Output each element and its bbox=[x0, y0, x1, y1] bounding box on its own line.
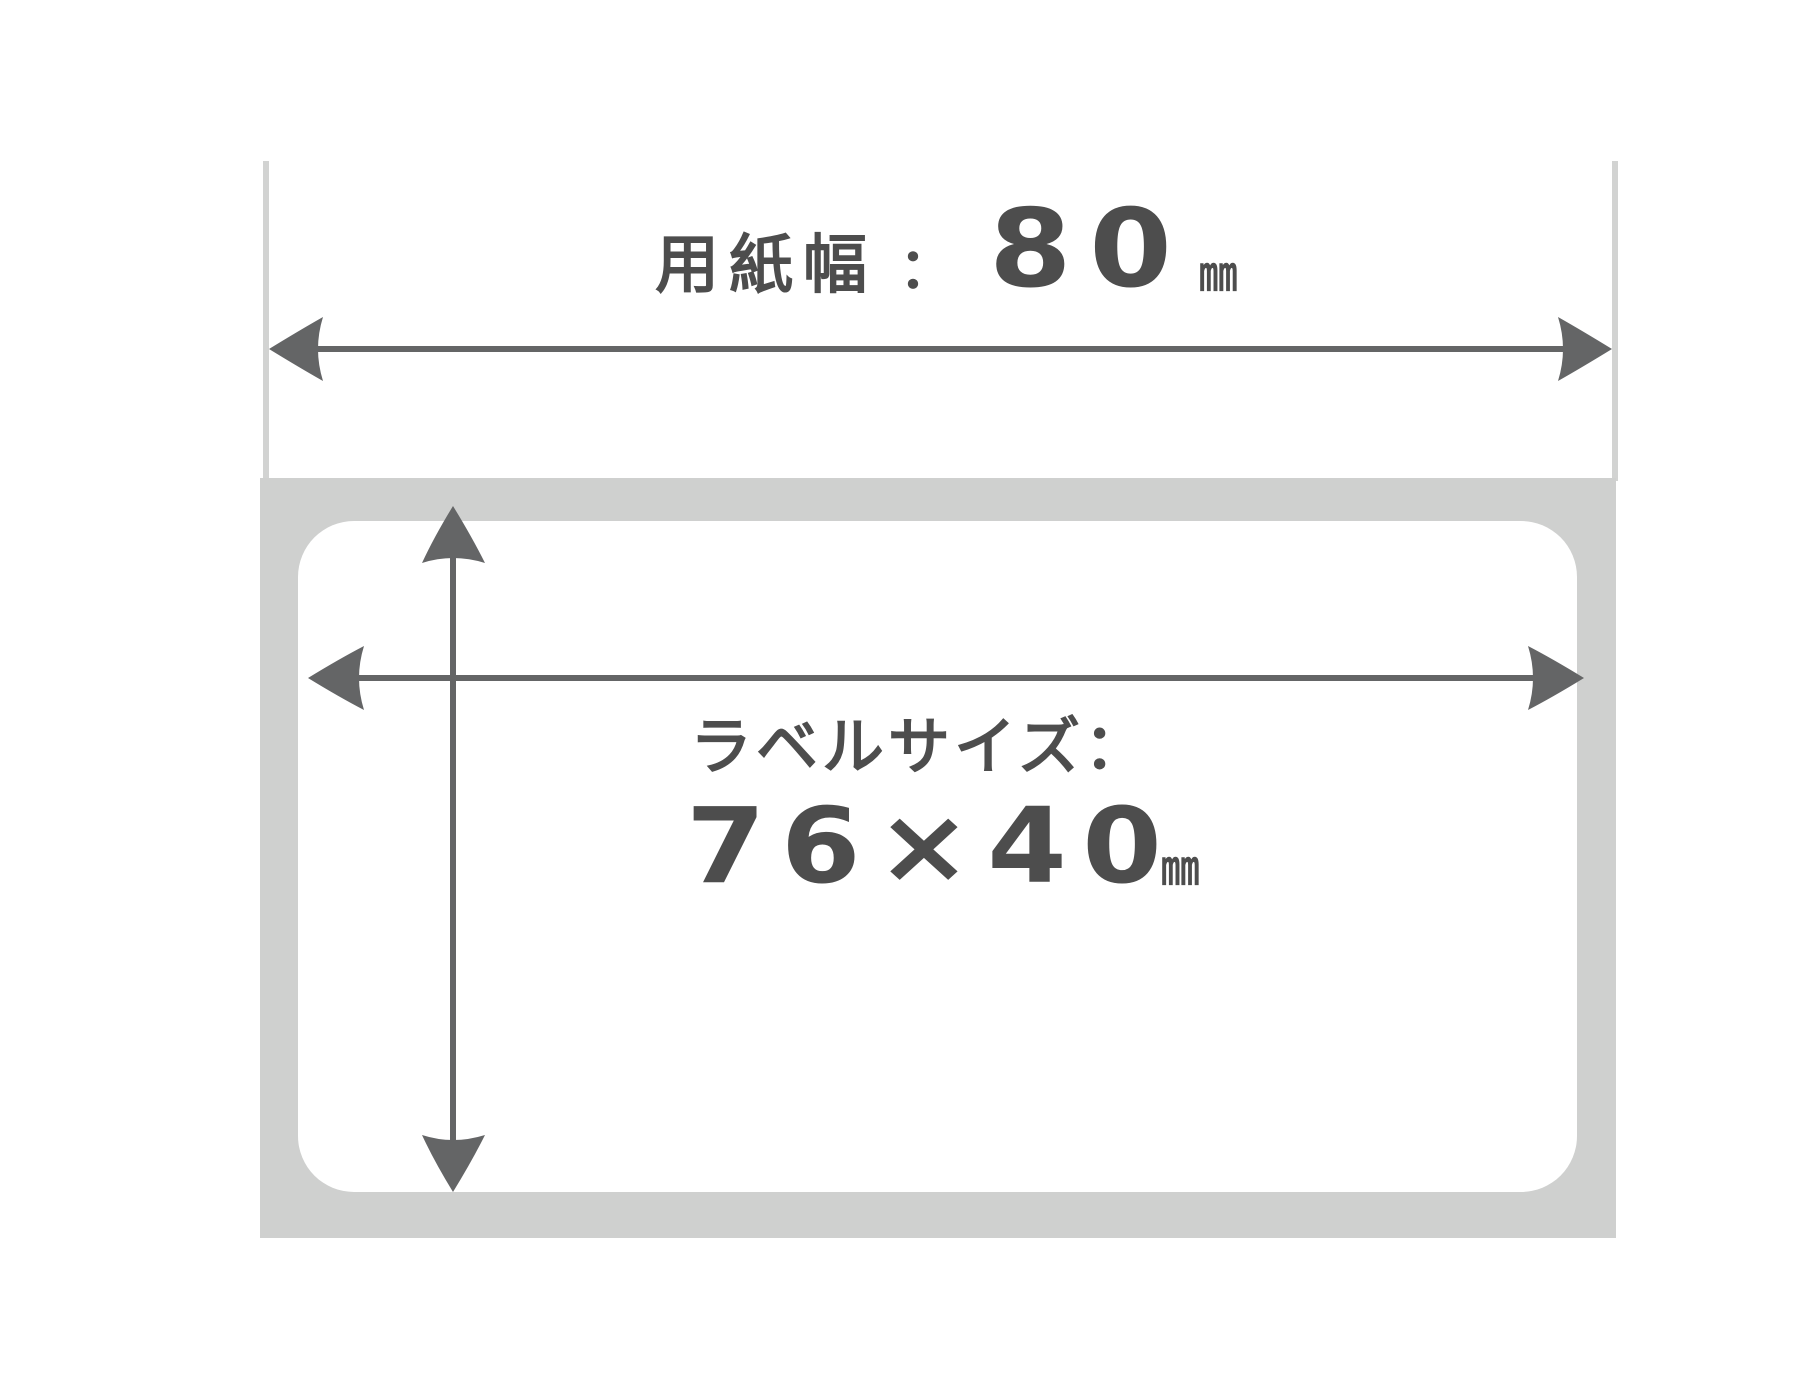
arrow-head-up-icon bbox=[422, 506, 485, 563]
paper-width-value: 80 bbox=[989, 187, 1190, 312]
paper-width-separator: ： bbox=[899, 237, 955, 302]
paper-width-caption: 用紙幅 ： 80 ㎜ bbox=[655, 196, 1247, 304]
label-size-label: ラベルサイズ： bbox=[690, 710, 1151, 783]
label-height-arrow bbox=[422, 506, 485, 1192]
right-guide-line bbox=[1612, 161, 1618, 481]
paper-width-label: 用紙幅 bbox=[655, 229, 877, 303]
label-size-unit: ㎜ bbox=[1160, 840, 1200, 896]
paper-width-unit: ㎜ bbox=[1199, 246, 1238, 302]
label-size-value: 76×40 bbox=[686, 785, 1178, 907]
arrow-head-left-icon bbox=[269, 317, 323, 381]
arrow-head-right-icon bbox=[1528, 646, 1584, 710]
label-sheet bbox=[298, 521, 1577, 1192]
arrow-head-right-icon bbox=[1558, 317, 1612, 381]
label-size-caption: 76×40 ㎜ bbox=[686, 794, 1209, 898]
left-guide-line bbox=[263, 161, 269, 481]
paper-width-arrow bbox=[269, 317, 1612, 381]
label-width-arrow bbox=[308, 646, 1584, 710]
arrow-head-left-icon bbox=[308, 646, 364, 710]
arrow-head-down-icon bbox=[422, 1135, 485, 1192]
